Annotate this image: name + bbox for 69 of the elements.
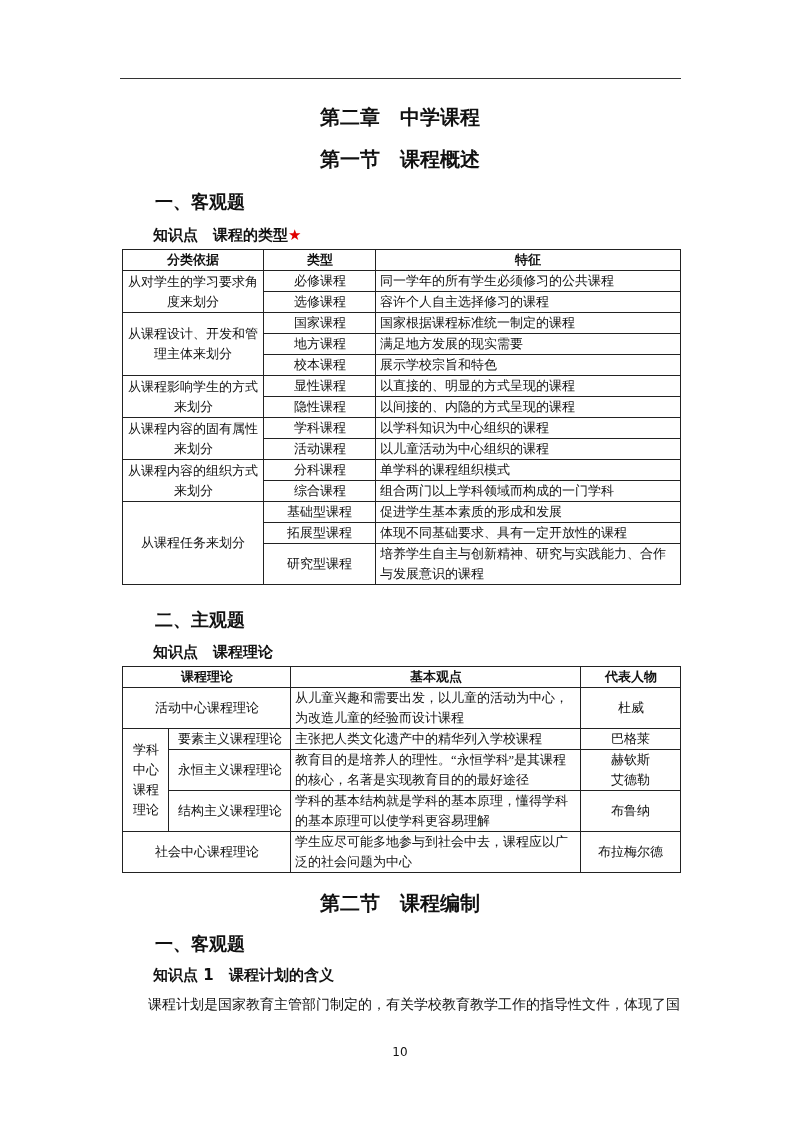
table-cell: 要素主义课程理论 <box>168 728 291 750</box>
table-cell: 学科的基本结构就是学科的基本原理，懂得学科的基本原理可以使学科更容易理解 <box>290 790 581 832</box>
table-cell: 主张把人类文化遗产中的精华列入学校课程 <box>290 728 581 750</box>
table-cell: 社会中心课程理论 <box>122 831 291 873</box>
person-name: 赫钦斯 <box>610 752 651 769</box>
table-cell: 研究型课程 <box>263 543 376 585</box>
table-cell: 国家课程 <box>263 312 376 334</box>
table-cell: 以学科知识为中心组织的课程 <box>375 417 681 439</box>
table-cell: 显性课程 <box>263 375 376 397</box>
table-cell: 学生应尽可能多地参与到社会中去，课程应以广泛的社会问题为中心 <box>290 831 581 873</box>
topic-heading: 知识点 课程理论 <box>153 643 273 662</box>
table-cell: 永恒主义课程理论 <box>168 749 291 791</box>
table-cell: 同一学年的所有学生必须修习的公共课程 <box>375 270 681 292</box>
table-cell: 单学科的课程组织模式 <box>375 459 681 481</box>
table-cell: 综合课程 <box>263 480 376 502</box>
page-number: 10 <box>391 1045 409 1059</box>
section-heading: 第一节 课程概述 <box>319 146 481 173</box>
topic-heading: 知识点 课程的类型 <box>153 226 288 244</box>
table-cell: 分科课程 <box>263 459 376 481</box>
table-cell: 布拉梅尔德 <box>580 831 681 873</box>
table-cell: 从儿童兴趣和需要出发，以儿童的活动为中心，为改造儿童的经验而设计课程 <box>290 687 581 729</box>
subsection-heading: 一、客观题 <box>155 932 245 956</box>
table-cell: 学科课程 <box>263 417 376 439</box>
section-heading: 第二节 课程编制 <box>319 890 481 917</box>
person-name: 艾德勒 <box>610 772 651 789</box>
table-cell: 以儿童活动为中心组织的课程 <box>375 438 681 460</box>
table-cell: 校本课程 <box>263 354 376 376</box>
subsection-heading: 二、主观题 <box>155 608 245 632</box>
table-cell: 选修课程 <box>263 291 376 313</box>
table-cell: 拓展型课程 <box>263 522 376 544</box>
table-cell: 地方课程 <box>263 333 376 355</box>
chapter-title: 第二章 中学课程 <box>319 104 481 131</box>
table-cell: 培养学生自主与创新精神、研究与实践能力、合作与发展意识的课程 <box>375 543 681 585</box>
header-cell: 类型 <box>263 249 376 271</box>
header-cell: 基本观点 <box>290 666 581 688</box>
table-cell: 结构主义课程理论 <box>168 790 291 832</box>
table-cell: 从课程内容的组织方式来划分 <box>122 459 264 502</box>
table-cell: 组合两门以上学科领域而构成的一门学科 <box>375 480 681 502</box>
table-cell: 促进学生基本素质的形成和发展 <box>375 501 681 523</box>
header-cell: 课程理论 <box>122 666 291 688</box>
table-cell: 从课程任务来划分 <box>122 501 264 585</box>
header-cell: 代表人物 <box>580 666 681 688</box>
table-cell: 从对学生的学习要求角度来划分 <box>122 270 264 313</box>
table-cell: 巴格莱 <box>580 728 681 750</box>
header-cell: 分类依据 <box>122 249 264 271</box>
table-cell: 杜威 <box>580 687 681 729</box>
table-cell: 教育目的是培养人的理性。“永恒学科”是其课程的核心，名著是实现教育目的的最好途径 <box>290 749 581 791</box>
star-icon: ★ <box>288 226 302 244</box>
table-cell: 学科中心课程理论 <box>122 728 169 832</box>
table-cell: 布鲁纳 <box>580 790 681 832</box>
table-cell: 活动课程 <box>263 438 376 460</box>
table-cell: 隐性课程 <box>263 396 376 418</box>
table-cell: 国家根据课程标准统一制定的课程 <box>375 312 681 334</box>
header-cell: 特征 <box>375 249 681 271</box>
table-cell: 满足地方发展的现实需要 <box>375 333 681 355</box>
subsection-heading: 一、客观题 <box>155 190 245 214</box>
table-cell: 活动中心课程理论 <box>122 687 291 729</box>
table-cell: 展示学校宗旨和特色 <box>375 354 681 376</box>
topic-heading: 知识点 1 课程计划的含义 <box>153 966 334 985</box>
body-paragraph: 课程计划是国家教育主管部门制定的，有关学校教育教学工作的指导性文件，体现了国 <box>148 996 681 1014</box>
table-cell: 从课程设计、开发和管理主体来划分 <box>122 312 264 376</box>
table-cell: 以直接的、明显的方式呈现的课程 <box>375 375 681 397</box>
table-cell: 容许个人自主选择修习的课程 <box>375 291 681 313</box>
table-cell: 必修课程 <box>263 270 376 292</box>
table-cell: 从课程内容的固有属性来划分 <box>122 417 264 460</box>
table-cell: 基础型课程 <box>263 501 376 523</box>
table-cell: 体现不同基础要求、具有一定开放性的课程 <box>375 522 681 544</box>
table-cell: 以间接的、内隐的方式呈现的课程 <box>375 396 681 418</box>
table-cell: 从课程影响学生的方式来划分 <box>122 375 264 418</box>
